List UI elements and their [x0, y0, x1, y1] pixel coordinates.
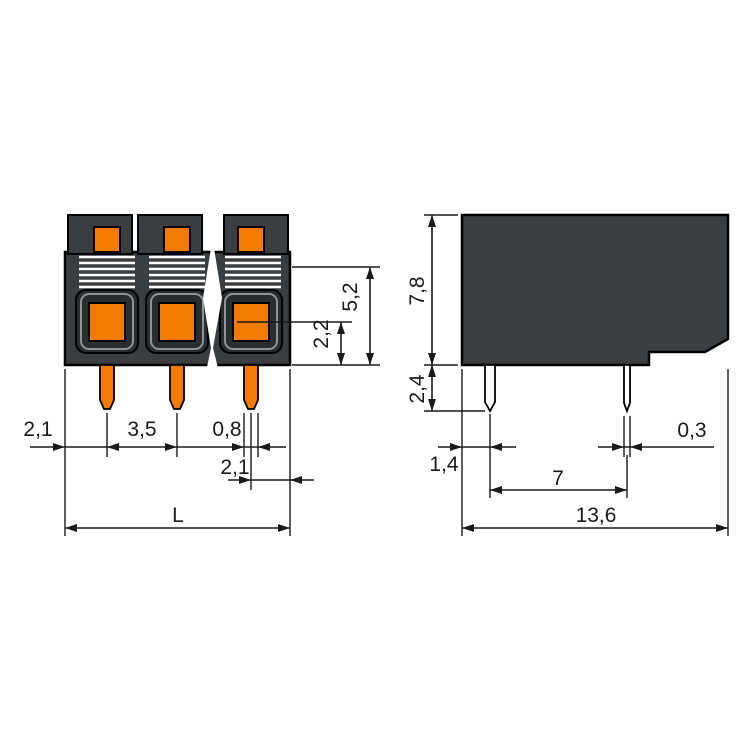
pole1-top-tab: [93, 226, 121, 253]
dim-edge-to-first-pin-label: 1,4: [429, 453, 459, 476]
pole1-solder-pin: [99, 364, 115, 410]
dim-left-edge-to-pin-label: 2,1: [23, 418, 52, 441]
dim-pin-to-right-edge-label: 2,1: [220, 456, 249, 479]
pole3-top-tab: [237, 226, 265, 253]
pole3-vent-stripes: [225, 255, 281, 289]
dim-pin-length-label: 2,4: [406, 374, 429, 404]
pole2-top-tab: [163, 226, 191, 253]
side-view-dimensions: 7,8 2,4 1,4 0,3 7 13,6: [406, 214, 729, 536]
side-front-pin: [484, 364, 496, 413]
pole1-button-ring: [80, 293, 134, 350]
pole2-vent-stripes: [149, 255, 205, 289]
front-view: [63, 209, 292, 410]
dim-pin-thickness-label: 0,3: [677, 419, 706, 442]
pole1-push-button: [88, 302, 126, 342]
side-rear-pin: [623, 364, 631, 414]
pole1-vent-stripes: [79, 255, 135, 289]
dim-pushbutton-height-label: 2,2: [310, 319, 333, 348]
dim-pin-width-label: 0,8: [212, 418, 241, 441]
side-housing-body: [460, 213, 730, 367]
dim-housing-height-label: 7,8: [406, 276, 429, 305]
pole2-solder-pin: [169, 364, 185, 410]
dim-pin-pitch-label: 3,5: [127, 418, 156, 441]
break-line-band: [203, 209, 222, 372]
dim-overall-depth-label: 13,6: [576, 504, 617, 527]
front-view-dimensions: 2,1 3,5 0,8 2,1 L 5,2 2,2: [23, 266, 380, 536]
pole2-button-ring: [150, 293, 204, 350]
pole2-push-button: [158, 302, 196, 342]
dim-overall-length-label: L: [172, 504, 184, 527]
side-view: [460, 213, 730, 414]
dim-pin-row-spacing-label: 7: [552, 467, 564, 490]
pole3-solder-pin: [243, 364, 259, 410]
dim-clamp-height-label: 5,2: [339, 282, 362, 311]
